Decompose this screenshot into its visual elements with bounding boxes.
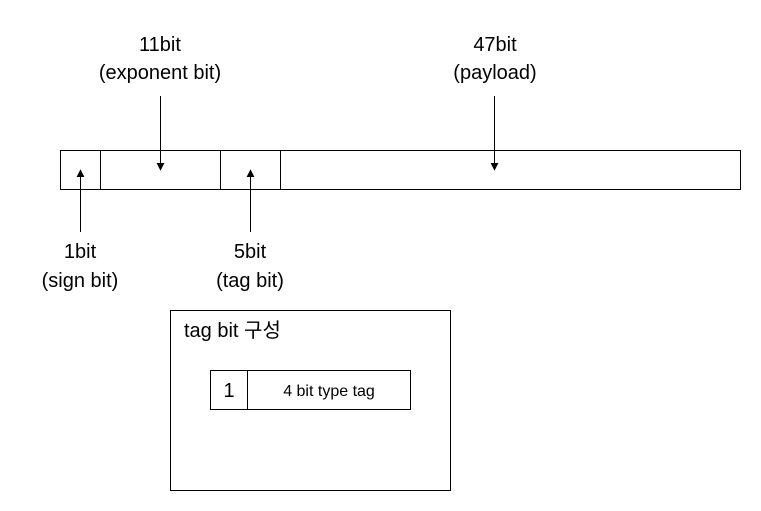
tag-detail-second-cell-label: 4 bit type tag — [283, 383, 375, 400]
exponent-bit-name-label: (exponent bit) — [99, 62, 221, 84]
payload-bit-count-label: 47bit — [473, 34, 517, 56]
payload-bit-name-label: (payload) — [453, 62, 536, 84]
tag-bit-detail-box: tag bit 구성 1 4 bit type tag — [170, 310, 451, 491]
tag-detail-second-cell — [247, 370, 411, 410]
sign-bit-count-label: 1bit — [64, 241, 97, 263]
tag-bit-name-label: (tag bit) — [216, 270, 284, 292]
bit-layout-bar — [60, 150, 741, 190]
tag-bit-count-label: 5bit — [234, 241, 267, 263]
tag-detail-title: tag bit 구성 — [184, 319, 281, 342]
tag-detail-first-cell-label: 1 — [223, 380, 234, 402]
exponent-bit-count-label: 11bit — [139, 34, 181, 56]
payload-segment — [280, 150, 741, 190]
sign-bit-name-label: (sign bit) — [42, 270, 119, 292]
